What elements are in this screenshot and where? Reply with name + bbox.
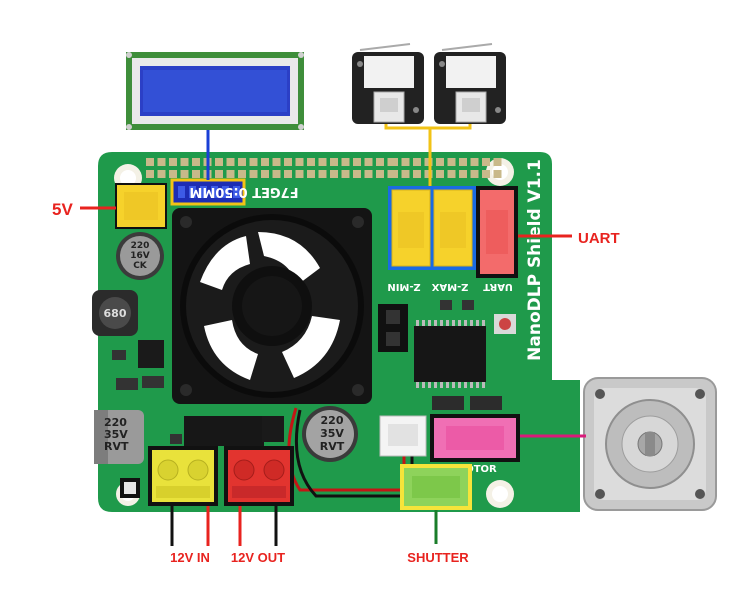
- capacitor-bottom-left: 220 35V RVT: [94, 410, 144, 464]
- fan-silkscreen: F7GET 0:50MM: [189, 184, 298, 199]
- 12v-in-terminal: [148, 446, 218, 506]
- inductor: 680: [92, 290, 138, 336]
- label-12v-in: 12V IN: [170, 550, 210, 565]
- svg-text:16V: 16V: [130, 251, 150, 261]
- gpio-header: [146, 158, 502, 178]
- svg-text:UART: UART: [483, 281, 513, 292]
- label-5v: 5V: [52, 200, 73, 219]
- capacitor-middle: 220 35V RVT: [302, 406, 358, 462]
- svg-text:Z-MAX: Z-MAX: [431, 281, 468, 292]
- stepper-motor-icon: [583, 377, 717, 511]
- svg-text:MOTOR: MOTOR: [455, 464, 497, 475]
- capacitor-ck: 220 16V CK: [116, 232, 164, 280]
- endstop-line: [384, 124, 472, 186]
- svg-text:RVT: RVT: [104, 440, 129, 453]
- svg-text:35V: 35V: [320, 427, 344, 440]
- svg-text:220: 220: [104, 416, 127, 429]
- label-shutter: SHUTTER: [407, 550, 469, 565]
- lcd-display-icon: [126, 52, 304, 130]
- svg-text:Z-MIN: Z-MIN: [387, 281, 420, 292]
- svg-text:220: 220: [131, 241, 150, 251]
- svg-text:CK: CK: [133, 261, 148, 271]
- label-12v-out: 12V OUT: [231, 550, 285, 565]
- driver-chip: [414, 326, 486, 382]
- limit-switch-icon: [352, 43, 424, 124]
- svg-text:220: 220: [321, 414, 344, 427]
- board-name: NanoDLP Shield V1.1: [525, 159, 545, 361]
- svg-text:680: 680: [104, 307, 127, 320]
- svg-text:RVT: RVT: [320, 440, 345, 453]
- label-uart: UART: [578, 230, 620, 247]
- cooling-fan-icon: [172, 208, 372, 404]
- 12v-out-terminal: [224, 446, 294, 506]
- svg-text:35V: 35V: [104, 428, 128, 441]
- limit-switch-icon: [434, 43, 506, 124]
